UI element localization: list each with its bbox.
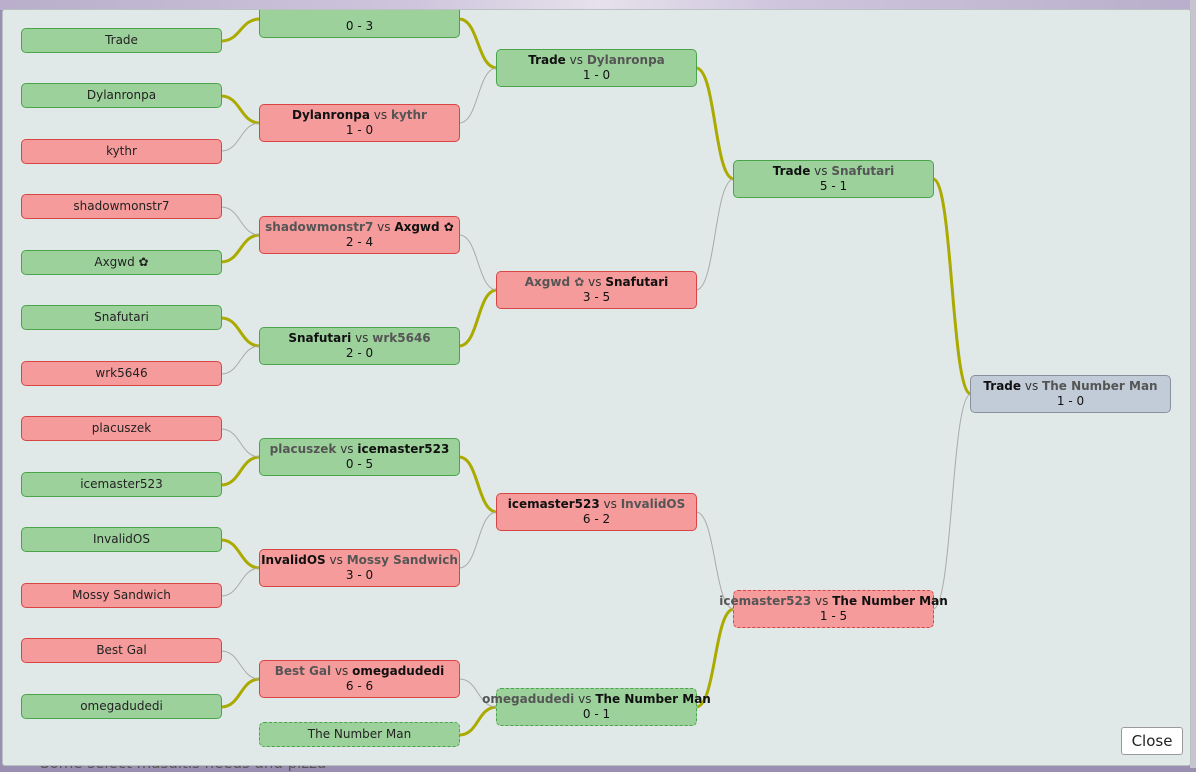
loser-link [220, 567, 261, 597]
winner-link [220, 538, 261, 570]
player-omegadudedi[interactable]: omegadudedi [21, 694, 222, 719]
match-card[interactable]: placuszek vs icemaster523 0 - 5 [259, 438, 460, 476]
winner-link [695, 66, 735, 181]
winner-link [932, 177, 972, 396]
winner-link [220, 316, 261, 348]
match-card[interactable]: 0 - 3 [259, 10, 460, 38]
loser-link [932, 393, 972, 610]
match-card[interactable]: Trade vs Snafutari 5 - 1 [733, 160, 934, 198]
match-card[interactable]: icemaster523 vs InvalidOS 6 - 2 [496, 493, 697, 531]
background-page-edge [1190, 0, 1196, 768]
player-invalidos[interactable]: InvalidOS [21, 527, 222, 552]
winner-link [220, 455, 261, 487]
match-card[interactable]: icemaster523 vs The Number Man 1 - 5 [719, 590, 948, 628]
match-card[interactable]: Axgwd ✿ vs Snafutari 3 - 5 [496, 271, 697, 309]
player-snafutari[interactable]: Snafutari [21, 305, 222, 330]
player-shadowmonstr7[interactable]: shadowmonstr7 [21, 194, 222, 219]
loser-link [458, 234, 498, 291]
winner-link [220, 94, 261, 125]
loser-link [458, 511, 498, 569]
winner-link [220, 233, 261, 264]
player-trade[interactable]: Trade [21, 28, 222, 53]
loser-link [695, 178, 735, 291]
winner-link [220, 17, 261, 43]
loser-link [220, 345, 261, 375]
loser-link [458, 67, 498, 124]
winner-link [458, 17, 498, 70]
winner-link [458, 705, 498, 737]
player-kythr[interactable]: kythr [21, 139, 222, 164]
player-placuszek[interactable]: placuszek [21, 416, 222, 441]
match-card[interactable]: omegadudedi vs The Number Man 0 - 1 [482, 688, 711, 726]
player-best-gal[interactable]: Best Gal [21, 638, 222, 663]
match-card[interactable]: Trade vs Dylanronpa 1 - 0 [496, 49, 697, 87]
player-mossy-sandwich[interactable]: Mossy Sandwich [21, 583, 222, 608]
match-card[interactable]: Snafutari vs wrk5646 2 - 0 [259, 327, 460, 365]
loser-link [220, 650, 261, 680]
match-card[interactable]: InvalidOS vs Mossy Sandwich 3 - 0 [259, 549, 460, 587]
loser-link [220, 122, 261, 152]
loser-link [220, 206, 261, 236]
winner-link [220, 677, 261, 709]
player-dylanronpa[interactable]: Dylanronpa [21, 83, 222, 108]
loser-link [220, 428, 261, 458]
background-page [0, 0, 1196, 10]
winner-link [458, 455, 498, 514]
tournament-bracket-popup: Trade Dylanronpa kythr shadowmonstr7 Axg… [2, 9, 1191, 766]
match-card[interactable]: shadowmonstr7 vs Axgwd ✿ 2 - 4 [259, 216, 460, 254]
player-icemaster523[interactable]: icemaster523 [21, 472, 222, 497]
match-card[interactable]: Best Gal vs omegadudedi 6 - 6 [259, 660, 460, 698]
player-wrk5646[interactable]: wrk5646 [21, 361, 222, 386]
winner-link [458, 288, 498, 348]
close-button[interactable]: Close [1121, 727, 1183, 755]
match-card[interactable]: Dylanronpa vs kythr 1 - 0 [259, 104, 460, 142]
player-the-number-man[interactable]: The Number Man [259, 722, 460, 747]
final-match-card[interactable]: Trade vs The Number Man 1 - 0 [970, 375, 1171, 413]
player-axgwd[interactable]: Axgwd ✿ [21, 250, 222, 275]
